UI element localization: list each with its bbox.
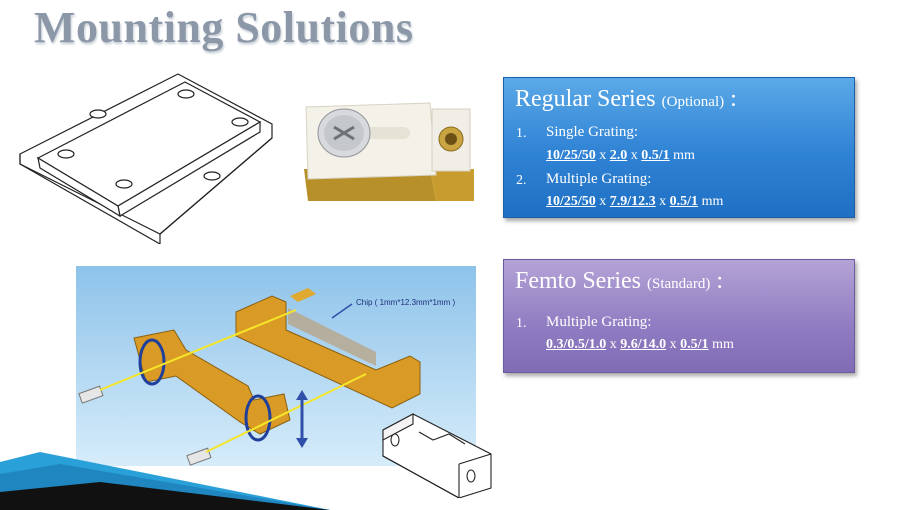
slide-title: Mounting Solutions bbox=[34, 3, 414, 52]
list-number: 1. bbox=[516, 126, 527, 141]
decorative-swoosh bbox=[0, 452, 330, 510]
femto-series-panel: Femto Series (Standard) : 1. Multiple Gr… bbox=[503, 259, 855, 373]
item-dimensions: 10/25/50 x 2.0 x 0.5/1 mm bbox=[546, 148, 695, 163]
list-number: 2. bbox=[516, 173, 527, 188]
chip-label: Chip ( 1mm*12.3mm*1mm ) bbox=[356, 298, 456, 307]
mount-plate-drawing bbox=[19, 73, 273, 244]
item-dimensions: 0.3/0.5/1.0 x 9.6/14.0 x 0.5/1 mm bbox=[546, 337, 734, 352]
item-name: Multiple Grating: bbox=[546, 314, 652, 330]
regular-series-panel: Regular Series (Optional) : 1. Single Gr… bbox=[503, 77, 855, 218]
item-name: Single Grating: bbox=[546, 124, 639, 140]
femto-series-title: Femto Series (Standard) : bbox=[515, 268, 723, 294]
item-dimensions: 10/25/50 x 7.9/12.3 x 0.5/1 mm bbox=[546, 194, 724, 209]
mount-photo bbox=[298, 97, 478, 201]
item-name: Multiple Grating: bbox=[546, 171, 652, 187]
list-number: 1. bbox=[516, 316, 527, 331]
regular-series-title: Regular Series (Optional) : bbox=[515, 86, 737, 112]
femto-holder-drawing bbox=[382, 413, 492, 498]
